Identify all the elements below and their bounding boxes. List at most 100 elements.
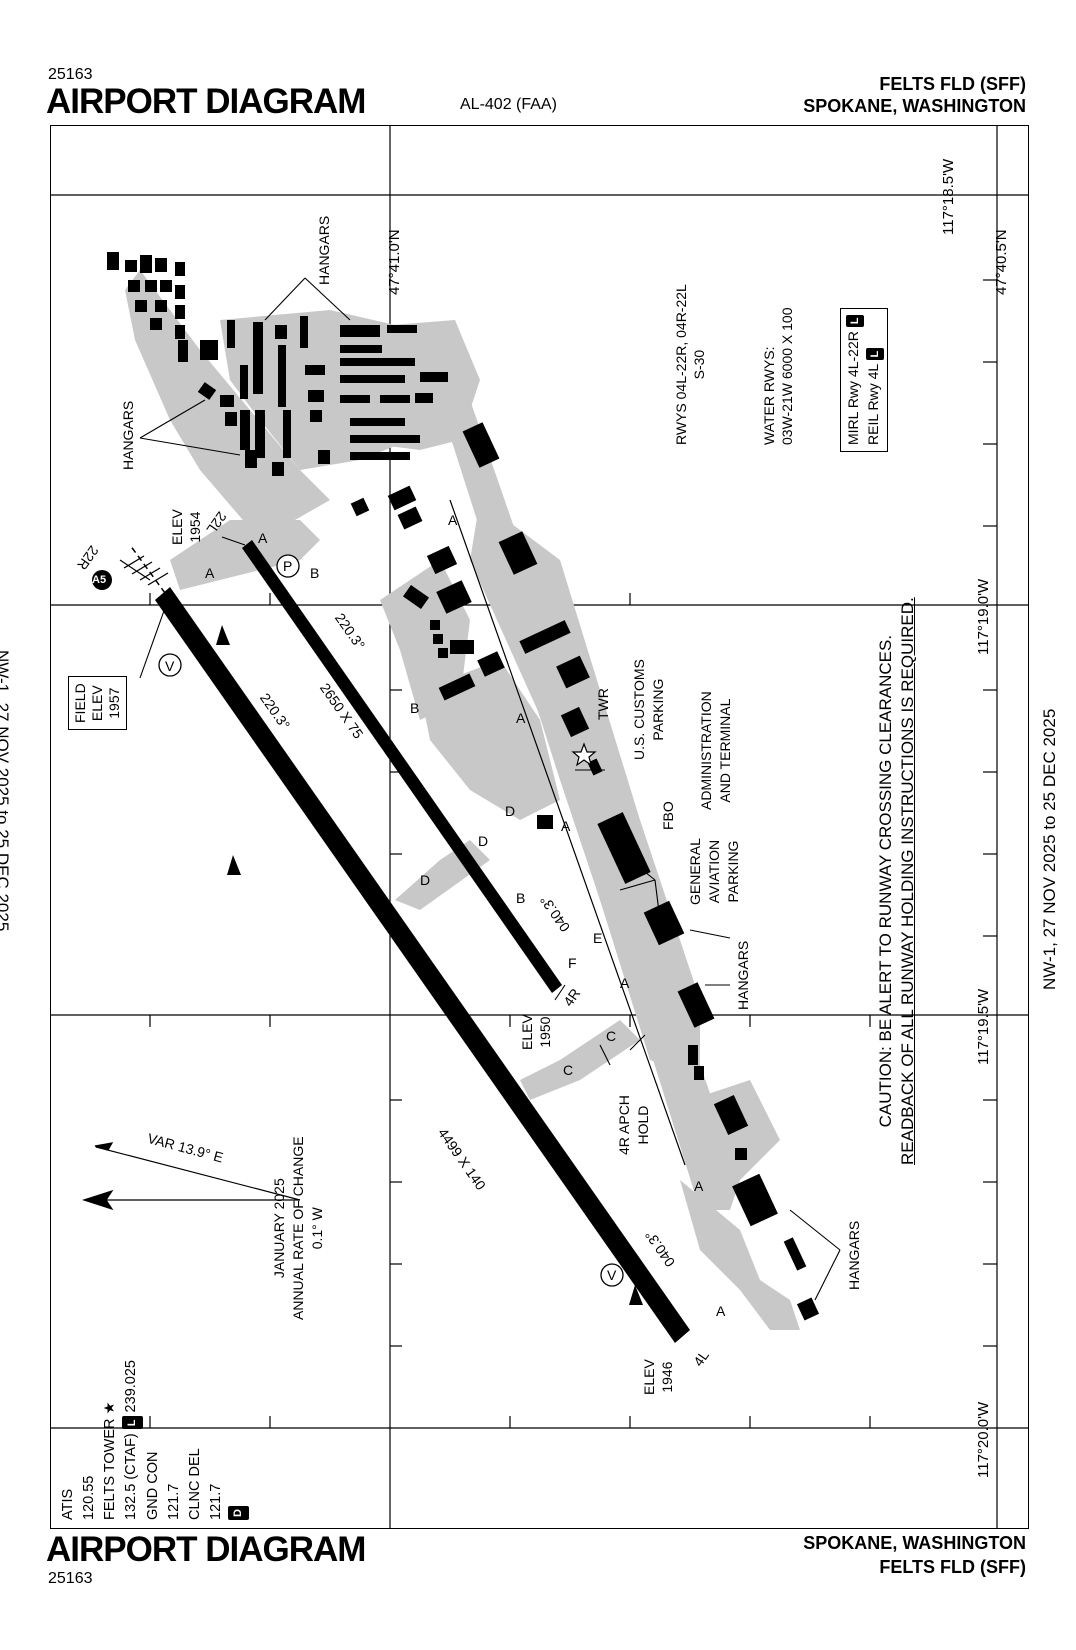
mag-epoch: JANUARY 2025 — [271, 1178, 287, 1279]
taxiway-a-label: A — [620, 975, 630, 991]
tower-star-icon — [571, 742, 597, 767]
field-elev-line-2: ELEV — [89, 685, 105, 722]
caution-note: CAUTION: BE ALERT TO RUNWAY CROSSING CLE… — [875, 597, 919, 1165]
p-marker-label: P — [283, 558, 293, 574]
taxiway-c-label: C — [606, 1028, 617, 1044]
location-bottom: SPOKANE, WASHINGTON — [803, 1533, 1026, 1553]
beacon-markers — [216, 625, 643, 1305]
taxiway-f-label: F — [568, 955, 577, 971]
gnd-frequency: 121.7 — [166, 1483, 182, 1520]
customs-line-1: U.S. CUSTOMS — [631, 659, 647, 760]
elev-4l-label: ELEV — [641, 1359, 657, 1395]
admin-line-2: AND TERMINAL — [717, 698, 733, 803]
taxiway-a-label: A — [258, 530, 268, 546]
taxiway-b-label: B — [410, 700, 420, 716]
taxiway-a-label: A — [205, 565, 215, 581]
caution-line-1: CAUTION: BE ALERT TO RUNWAY CROSSING CLE… — [876, 634, 895, 1128]
mag-rate-label: ANNUAL RATE OF CHANGE — [290, 1136, 306, 1320]
d-badge-icon: D — [228, 1506, 249, 1520]
airport-name-top: FELTS FLD (SFF) — [879, 74, 1026, 94]
taxiway-d-label: D — [505, 803, 516, 819]
north-arrows — [82, 1142, 301, 1211]
rwys-line-2: S-30 — [691, 349, 707, 380]
lat-label-41-0: 47°41.0'N — [386, 229, 403, 295]
lighting-badge-icon: L — [866, 347, 884, 361]
chart-title-top: AIRPORT DIAGRAM — [46, 82, 366, 121]
ga-line-3: PARKING — [725, 840, 741, 903]
tower-label-freq: FELTS TOWER ★ — [102, 1401, 118, 1520]
tower-label: TWR — [595, 688, 611, 720]
elev-4r-value: 1950 — [537, 1016, 553, 1048]
taxiway-a-label: A — [716, 1303, 726, 1319]
v-marker-label-south: V — [607, 1267, 617, 1283]
circle-markers — [158, 554, 624, 1287]
apch-hold-line-1: 4R APCH — [616, 1095, 632, 1155]
taxiway-c-connector — [520, 1020, 640, 1100]
taxiway-b-label: B — [516, 890, 526, 906]
beacon-icon — [216, 625, 230, 645]
lighting-note-box: MIRL Rwy 4L-22R L REIL Rwy 4L L — [840, 307, 888, 452]
lighting-line-2: REIL Rwy 4L — [865, 364, 881, 445]
taxiway-d-label: D — [478, 833, 489, 849]
v-marker-label: V — [165, 658, 175, 674]
taxiway-a-label: A — [561, 818, 571, 834]
field-elev-line-3: 1957 — [106, 687, 122, 719]
rwys-line-1: RWYS 04L-22R, 04R-22L — [673, 284, 689, 445]
mid-apron — [420, 660, 560, 820]
effective-dates-left: NW-1, 27 NOV 2025 to 25 DEC 2025 — [0, 650, 12, 932]
elev-4l-value: 1946 — [659, 1361, 675, 1393]
a5-label: A5 — [92, 574, 107, 586]
beacon-icon — [629, 1285, 643, 1305]
lon-label-20-0: 117°20.0'W — [975, 1401, 992, 1478]
runway-4l-22r — [155, 587, 690, 1343]
chart-id-bottom: 25163 — [48, 1570, 93, 1587]
hangars-label-east: HANGARS — [735, 940, 751, 1010]
chart-frame — [50, 125, 1029, 1529]
tower-alt-value: 239.025 — [123, 1360, 139, 1413]
hangars-label-north: HANGARS — [316, 215, 332, 285]
south-hangar-pavement — [680, 1180, 800, 1330]
chart-title-bottom: AIRPORT DIAGRAM — [46, 1530, 366, 1569]
elev-22l-value: 1954 — [187, 511, 203, 543]
water-line-2: 03W-21W 6000 X 100 — [779, 307, 795, 446]
procedure-number: AL-402 (FAA) — [460, 96, 557, 113]
a5-badge — [92, 570, 112, 590]
frequency-block: ATIS 120.55 FELTS TOWER ★ 132.5 (CTAF) L… — [58, 1360, 249, 1520]
tower-freq-value: 132.5 (CTAF) — [123, 1433, 139, 1520]
beacon-icon — [227, 855, 241, 875]
runway-22r-extension — [129, 544, 166, 594]
lighting-line-1: MIRL Rwy 4L-22R — [845, 331, 861, 445]
true-north-arrowhead — [82, 1189, 114, 1211]
tower-frequency: 132.5 (CTAF) L 239.025 — [121, 1360, 143, 1520]
lighting-badge-icon: L — [846, 314, 864, 328]
caution-line-2: READBACK OF ALL RUNWAY HOLDING INSTRUCTI… — [898, 597, 917, 1165]
ga-line-1: GENERAL — [687, 838, 703, 905]
taxiway-a-label: A — [448, 512, 458, 528]
customs-line-2: PARKING — [650, 678, 666, 741]
taxiway-c-label: C — [563, 1062, 574, 1078]
water-runways-note: WATER RWYS:03W-21W 6000 X 100 — [760, 308, 796, 446]
grid-ticks — [149, 279, 997, 1428]
clnc-label: CLNC DEL — [187, 1448, 203, 1520]
elev-4r-label: ELEV — [519, 1014, 535, 1050]
lon-label-19-0: 117°19.0'W — [975, 578, 992, 655]
atis-frequency: 120.55 — [81, 1475, 97, 1520]
hangars-label-west: HANGARS — [120, 400, 136, 470]
taxiway-a-label: A — [694, 1178, 704, 1194]
approach-lights-22r — [123, 555, 169, 586]
leader-lines — [139, 277, 841, 1301]
mag-rate: 0.1° W — [309, 1207, 325, 1250]
runway-4r-22l — [242, 540, 562, 993]
lat-label-40-5: 47°40.5'N — [993, 229, 1010, 295]
fbo-label: FBO — [660, 801, 676, 830]
airport-name-bottom: FELTS FLD (SFF) — [879, 1557, 1026, 1577]
apch-hold-line-2: HOLD — [635, 1105, 651, 1145]
water-line-1: WATER RWYS: — [761, 346, 777, 445]
